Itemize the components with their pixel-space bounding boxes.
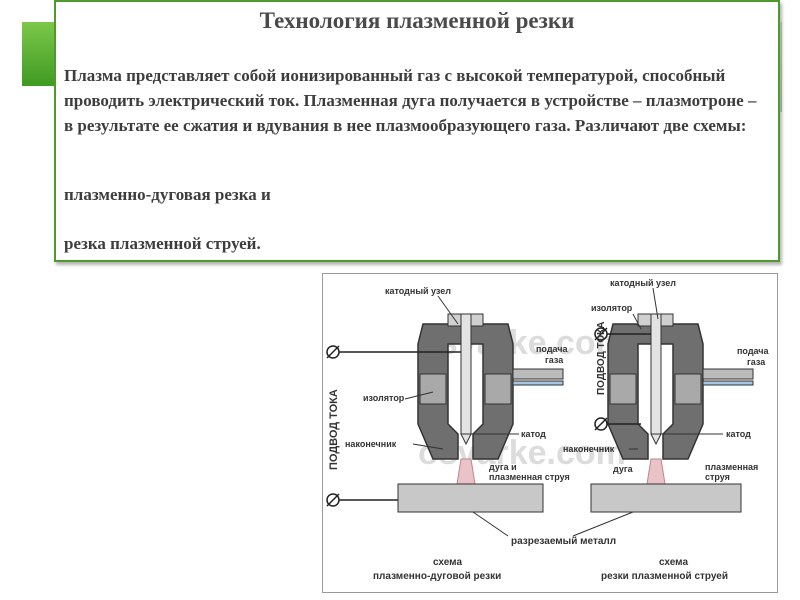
diagram-svg: osvarke.com osvarke.com ПОДВОД ТОКА bbox=[326, 278, 770, 582]
left-insulator-label: изолятор bbox=[363, 393, 405, 403]
current-supply-label: ПОДВОД ТОКА bbox=[328, 389, 340, 470]
scheme-item-2: резка плазменной струей. bbox=[64, 234, 261, 253]
left-gas-feed-label-2: газа bbox=[545, 355, 564, 365]
left-torch bbox=[417, 313, 564, 485]
right-nozzle-label: наконечник bbox=[563, 444, 615, 454]
scheme-item-1: плазменно-дуговая резка и bbox=[64, 185, 271, 204]
left-nozzle-label: наконечник bbox=[345, 439, 397, 449]
left-workpiece bbox=[397, 483, 544, 513]
slide-accent-left bbox=[22, 22, 56, 86]
plasma-cutting-diagram: osvarke.com osvarke.com ПОДВОД ТОКА bbox=[322, 273, 778, 593]
left-caption-1: схема bbox=[433, 557, 462, 568]
left-cathode-label: катод bbox=[521, 429, 546, 439]
right-torch bbox=[607, 313, 754, 485]
right-caption-1: схема bbox=[659, 557, 688, 568]
intro-paragraph: Плазма представляет собой ионизированный… bbox=[64, 66, 757, 135]
left-caption-2: плазменно-дуговой резки bbox=[373, 571, 501, 582]
right-gas-feed-label-1: подача bbox=[737, 346, 770, 356]
right-current-label: ПОДВОД ТОКА bbox=[596, 322, 607, 395]
right-gas-feed-label-2: газа bbox=[747, 357, 766, 367]
slide-title: Технология плазменной резки bbox=[259, 8, 575, 33]
left-arc-jet-label-2: плазменная струя bbox=[489, 472, 570, 482]
metal-label: разрезаемый металл bbox=[511, 536, 616, 547]
right-jet-label-1: плазменная bbox=[705, 462, 758, 472]
right-jet-label-2: струя bbox=[705, 472, 730, 482]
right-insulator-label: изолятор bbox=[591, 303, 633, 313]
right-arc-label: дуга bbox=[613, 464, 634, 474]
right-workpiece bbox=[590, 483, 742, 513]
text-card: Технология плазменной резки Плазма предс… bbox=[54, 0, 780, 262]
left-arc-jet-label-1: дуга и bbox=[489, 462, 517, 472]
left-cathode-unit-label: катодный узел bbox=[385, 286, 451, 296]
left-gas-feed-label-1: подача bbox=[536, 344, 569, 354]
right-cathode-unit-label: катодный узел bbox=[610, 278, 676, 288]
right-caption-2: резки плазменной струей bbox=[601, 571, 728, 582]
right-cathode-label: катод bbox=[726, 429, 751, 439]
